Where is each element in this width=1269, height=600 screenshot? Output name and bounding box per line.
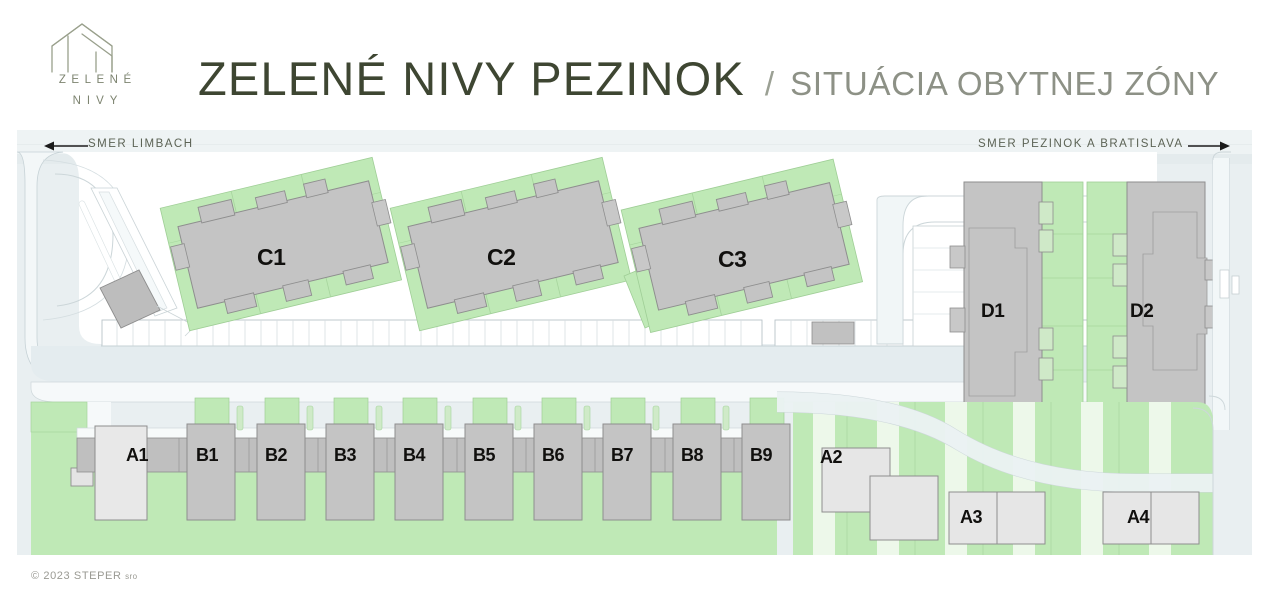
direction-label-left: SMER LIMBACH [88, 138, 194, 150]
building-label-c2[interactable]: C2 [487, 244, 516, 270]
block-c3 [620, 158, 864, 334]
building-label-b4[interactable]: B4 [403, 445, 426, 465]
page-header: ZELENÉ NIVY ZELENÉ NIVY PEZINOK / SITUÁC… [0, 0, 1269, 128]
site-plan-drawing [17, 130, 1252, 555]
building-label-c3[interactable]: C3 [718, 246, 747, 272]
utility-building [99, 269, 161, 329]
building-label-b2[interactable]: B2 [265, 445, 288, 465]
arrow-left-icon [44, 141, 88, 151]
building-label-b1[interactable]: B1 [196, 445, 219, 465]
logo-text-line2: NIVY [72, 95, 124, 107]
title-group: ZELENÉ NIVY PEZINOK / SITUÁCIA OBYTNEJ Z… [198, 54, 1219, 104]
block-c2 [389, 156, 633, 332]
arrow-right-icon [1188, 141, 1230, 151]
building-label-b9[interactable]: B9 [750, 445, 773, 465]
row-houses [186, 423, 791, 521]
house-a1-shape [94, 425, 148, 521]
block-c1 [159, 156, 403, 332]
building-label-b8[interactable]: B8 [681, 445, 704, 465]
building-label-a4[interactable]: A4 [1127, 507, 1150, 527]
page-title: ZELENÉ NIVY PEZINOK [198, 52, 745, 105]
page-subtitle: SITUÁCIA OBYTNEJ ZÓNY [790, 65, 1220, 102]
site-plan-map[interactable] [17, 130, 1252, 555]
house-a2-shape [821, 447, 939, 541]
building-label-a3[interactable]: A3 [960, 507, 983, 527]
building-label-c1[interactable]: C1 [257, 244, 286, 270]
direction-label-right: SMER PEZINOK A BRATISLAVA [978, 138, 1184, 150]
building-label-d2[interactable]: D2 [1130, 301, 1154, 322]
building-label-b7[interactable]: B7 [611, 445, 634, 465]
copyright-text: © 2023 STEPER [31, 570, 122, 582]
footer-copyright: © 2023 STEPER sro [31, 570, 137, 582]
house-a3-shape [948, 491, 1046, 545]
building-label-d1[interactable]: D1 [981, 301, 1005, 322]
house-a4-shape [1102, 491, 1200, 545]
title-separator: / [764, 65, 775, 102]
house-outline-icon [51, 23, 113, 73]
building-label-a2[interactable]: A2 [820, 447, 843, 467]
brand-logo[interactable]: ZELENÉ NIVY [30, 22, 160, 112]
building-label-b5[interactable]: B5 [473, 445, 496, 465]
building-label-b6[interactable]: B6 [542, 445, 565, 465]
building-label-a1[interactable]: A1 [126, 445, 149, 465]
block-d1 [949, 181, 1054, 415]
building-label-b3[interactable]: B3 [334, 445, 357, 465]
block-d2 [1112, 181, 1222, 415]
logo-text-line1: ZELENÉ [58, 74, 137, 86]
company-suffix: sro [125, 572, 138, 581]
